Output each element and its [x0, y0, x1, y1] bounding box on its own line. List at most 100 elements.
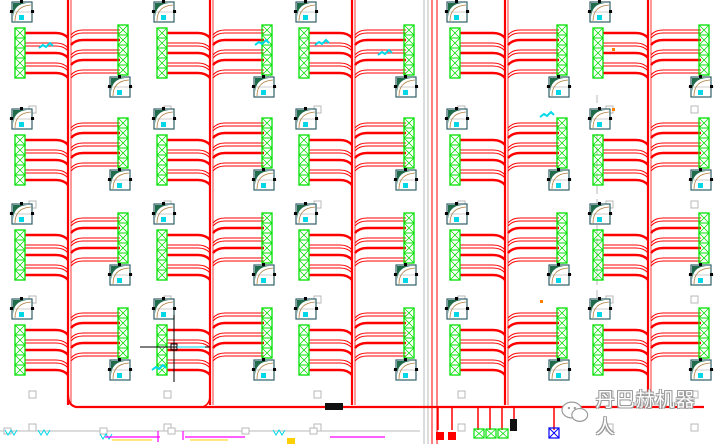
device-arc	[398, 267, 416, 285]
device-node	[273, 273, 276, 276]
terminal-cross	[592, 229, 604, 241]
terminal-cross	[14, 174, 26, 186]
cable	[70, 125, 120, 132]
cable	[212, 69, 264, 76]
terminal-cross	[261, 64, 273, 76]
cable	[70, 162, 120, 169]
cable	[650, 69, 701, 76]
device-fill	[550, 266, 564, 280]
wechat-icon	[561, 401, 589, 422]
device-node	[445, 307, 448, 310]
cable	[460, 152, 506, 159]
terminal-cross	[261, 212, 273, 224]
terminal-cross	[14, 239, 26, 251]
device-box	[251, 263, 277, 286]
device-fill	[111, 78, 125, 92]
terminal-cross	[156, 259, 168, 271]
cable	[507, 145, 559, 152]
device-node	[415, 85, 418, 88]
device-box	[688, 75, 714, 98]
cable	[460, 253, 506, 261]
terminal-cross	[298, 354, 310, 366]
cable	[309, 152, 353, 159]
terminal-strip	[14, 27, 26, 79]
cable	[460, 247, 506, 254]
cable	[70, 145, 120, 152]
cable	[70, 122, 120, 129]
device-box	[444, 0, 470, 23]
terminal-cross	[449, 144, 461, 156]
terminal	[556, 157, 568, 169]
terminal	[261, 157, 273, 169]
grid-marker	[690, 295, 699, 304]
cable	[309, 247, 353, 254]
cable	[212, 237, 264, 244]
device-node	[699, 168, 702, 171]
terminal-strip	[261, 307, 273, 359]
device-arc	[156, 4, 174, 22]
cable	[212, 145, 264, 152]
terminal-cross	[403, 137, 415, 149]
device-box	[546, 168, 572, 191]
cable	[650, 321, 701, 329]
terminal-cross	[403, 117, 415, 129]
marker-dot	[612, 108, 615, 111]
terminal-strip	[156, 324, 168, 376]
device-arc	[14, 301, 32, 319]
device-tag	[261, 278, 266, 283]
terminal-cross	[592, 47, 604, 59]
terminal-cross	[556, 34, 568, 46]
cable	[603, 244, 649, 251]
device-node	[466, 10, 469, 13]
terminal-cross	[592, 354, 604, 366]
terminal-cross	[556, 54, 568, 66]
grid-marker	[457, 423, 466, 432]
device-fill	[111, 361, 125, 375]
device-fill	[155, 110, 169, 124]
device-tag	[698, 278, 703, 283]
terminal-cross	[449, 324, 461, 336]
terminal-cross	[117, 127, 129, 139]
terminal	[117, 252, 129, 264]
terminal-cross	[14, 134, 26, 146]
cable	[650, 332, 701, 339]
cable	[354, 38, 406, 46]
device-box	[151, 107, 177, 130]
terminal-cross	[556, 127, 568, 139]
device-arc	[298, 111, 316, 129]
cable	[507, 352, 559, 359]
cable	[25, 264, 69, 271]
device-tag	[161, 122, 166, 127]
cable	[70, 240, 120, 247]
terminal-cross	[698, 307, 710, 319]
cable	[507, 29, 559, 36]
device-node	[129, 178, 132, 181]
terminal-cross	[117, 117, 129, 129]
cable	[603, 362, 649, 369]
device-node	[315, 117, 318, 120]
device-node	[394, 85, 397, 88]
terminal-cross	[403, 232, 415, 244]
device-node	[404, 358, 407, 361]
terminal-cross	[298, 364, 310, 376]
cable	[603, 342, 649, 349]
terminal-cross	[403, 242, 415, 254]
cable	[212, 257, 264, 264]
device-node	[10, 212, 13, 215]
device-fill	[550, 78, 564, 92]
grid-marker	[28, 423, 37, 432]
device-tag	[161, 312, 166, 317]
device-node	[162, 0, 165, 3]
terminal	[449, 174, 461, 186]
device-node	[557, 75, 560, 78]
device-node	[710, 273, 713, 276]
cable	[354, 341, 406, 349]
terminal-cross	[698, 127, 710, 139]
cable	[25, 31, 69, 39]
magenta-dimension	[105, 431, 245, 442]
terminal	[556, 252, 568, 264]
grid-marker	[690, 390, 699, 399]
terminal-cross	[298, 27, 310, 39]
marker-dot	[540, 300, 543, 303]
